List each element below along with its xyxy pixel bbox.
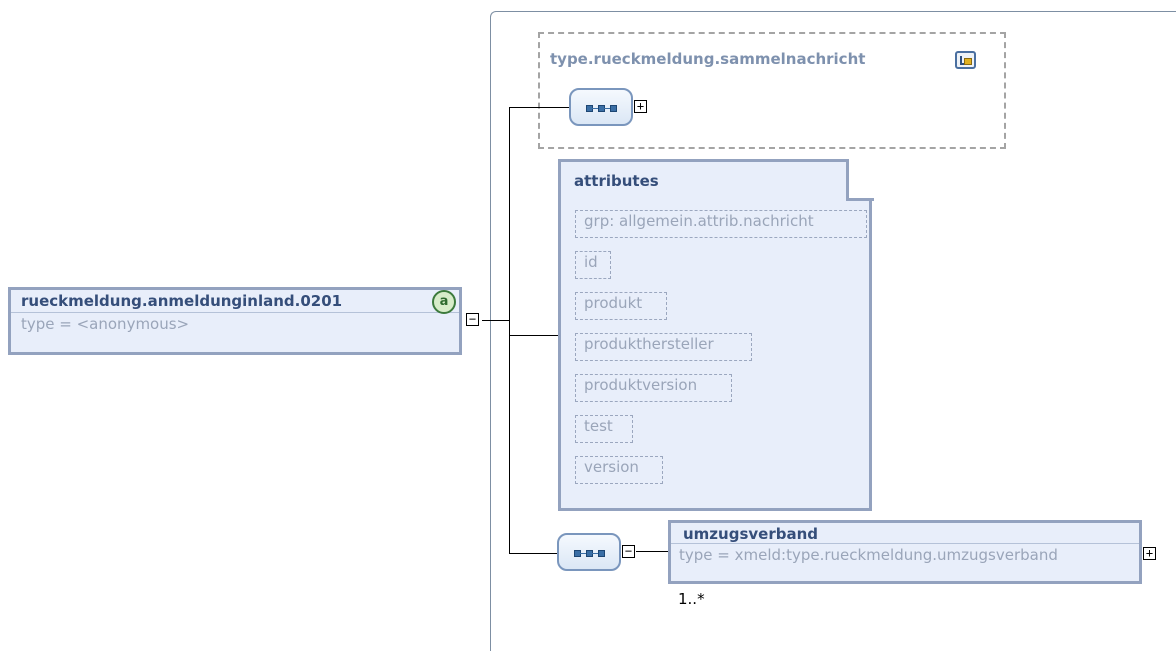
base-type-box (538, 32, 1006, 149)
complex-type-icon (955, 51, 976, 69)
sequence-compositor-base[interactable] (569, 88, 633, 126)
collapse-toggle-root[interactable]: − (466, 313, 479, 326)
attribute-item[interactable]: produkthersteller (575, 333, 752, 361)
attribute-item[interactable]: id (575, 251, 611, 279)
child-element-box[interactable]: umzugsverband type = xmeld:type.rueckmel… (668, 520, 1142, 584)
connector-base-seq (509, 107, 570, 108)
collapse-toggle-sequence[interactable]: − (622, 545, 635, 558)
root-element-box[interactable]: rueckmeldung.anmeldunginland.0201 type =… (8, 287, 462, 355)
attributes-panel-tab (846, 159, 874, 201)
child-element-name: umzugsverband (683, 525, 819, 543)
connector-vertical (509, 107, 510, 554)
child-element-type: type = xmeld:type.rueckmeldung.umzugsver… (671, 543, 1139, 566)
expand-toggle-child[interactable]: + (1143, 547, 1156, 560)
expand-toggle-base[interactable]: + (634, 100, 647, 113)
connector-seq2 (509, 553, 558, 554)
connector-attributes (509, 335, 559, 336)
base-type-title: type.rueckmeldung.sammelnachricht (550, 50, 866, 68)
complex-type-frame (490, 11, 1176, 651)
sequence-compositor-child[interactable] (557, 533, 621, 571)
attribute-item[interactable]: grp: allgemein.attrib.nachricht (575, 210, 867, 238)
attributes-panel (558, 159, 872, 511)
attribute-item[interactable]: version (575, 456, 663, 484)
attribute-item[interactable]: test (575, 415, 633, 443)
root-element-type: type = <anonymous> (11, 312, 459, 335)
attributes-title: attributes (574, 172, 659, 190)
annotation-badge-icon: a (432, 290, 456, 314)
connector-seq2-child (636, 551, 669, 552)
occurrence-label: 1..* (678, 590, 705, 608)
root-element-name: rueckmeldung.anmeldunginland.0201 (21, 292, 343, 310)
attribute-item[interactable]: produkt (575, 292, 667, 320)
connector-root-out (482, 320, 510, 321)
attribute-item[interactable]: produktversion (575, 374, 732, 402)
